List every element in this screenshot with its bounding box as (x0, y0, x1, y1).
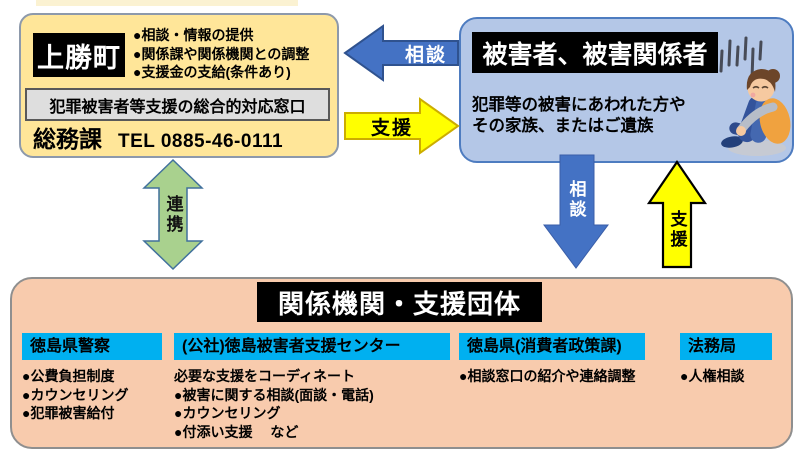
comprehensive-window-label: 犯罪被害者等支援の総合的対応窓口 (25, 88, 330, 121)
sad-person-illustration (719, 36, 791, 156)
org-item-list: ●相談窓口の紹介や連絡調整 (459, 367, 659, 386)
department-contact-row: 総務課 TEL 0885-46-0111 (33, 120, 283, 154)
cropped-banner-strip (36, 0, 298, 6)
consult-arrow-down: 相談 (542, 154, 610, 270)
org-item: ●犯罪被害給付 (22, 405, 115, 421)
town-service-item: ●相談・情報の提供 (133, 27, 254, 43)
department-name: 総務課 (33, 126, 102, 152)
phone-number: TEL 0885-46-0111 (118, 131, 284, 152)
consult-arrow-left-label: 相談 (404, 44, 447, 66)
consult-arrow-down-label: 相談 (566, 180, 586, 220)
org-item: ●カウンセリング (22, 386, 129, 403)
organizations-title-box: 関係機関・支援団体 (257, 282, 542, 322)
person-figure (721, 69, 791, 156)
victim-description: 犯罪等の被害にあわれた方や その家族、またはご遺族 (472, 95, 686, 137)
org-item: ●カウンセリング (174, 405, 281, 421)
town-service-item: ●関係課や関係機関との調整 (133, 45, 310, 62)
org-item-list: ●公費負担制度 ●カウンセリング ●犯罪被害給付 (22, 367, 170, 423)
victim-description-line: その家族、またはご遺族 (472, 117, 654, 135)
org-item: ●被害に関する相談(面談・電話) (174, 386, 374, 403)
org-header: 徳島県(消費者政策課) (459, 333, 645, 360)
org-item: 必要な支援をコーディネート (174, 368, 356, 384)
victim-panel: 被害者、被害関係者 犯罪等の被害にあわれた方や その家族、またはご遺族 (459, 17, 794, 163)
organizations-panel: 関係機関・支援団体 徳島県警察 ●公費負担制度 ●カウンセリング ●犯罪被害給付… (10, 277, 793, 449)
org-item: ●付添い支援 など (174, 423, 299, 440)
org-header: 徳島県警察 (22, 333, 162, 360)
down-arrow-icon (543, 154, 609, 269)
left-arrow-icon (343, 24, 459, 82)
right-arrow-icon (344, 97, 460, 155)
org-column-police: 徳島県警察 ●公費負担制度 ●カウンセリング ●犯罪被害給付 (22, 333, 170, 423)
org-item: ●公費負担制度 (22, 368, 115, 384)
cooperation-arrow-label: 連携 (163, 194, 183, 235)
cooperation-arrow: 連携 (142, 158, 204, 271)
double-vertical-arrow-icon (142, 158, 204, 271)
org-item-list: 必要な支援をコーディネート ●被害に関する相談(面談・電話) ●カウンセリング … (174, 367, 456, 441)
consult-arrow-left: 相談 (343, 23, 460, 83)
org-column-legal-affairs: 法務局 ●人権相談 (680, 333, 784, 386)
victim-description-line: 犯罪等の被害にあわれた方や (472, 96, 686, 114)
town-name-box: 上勝町 (33, 33, 125, 77)
up-arrow-icon (647, 160, 707, 269)
victim-title-box: 被害者、被害関係者 (472, 32, 718, 73)
support-arrow-right-label: 支援 (370, 117, 413, 139)
gloom-lines-icon (719, 36, 763, 81)
org-column-support-center: (公社)徳島被害者支援センター 必要な支援をコーディネート ●被害に関する相談(… (174, 333, 456, 441)
org-header: (公社)徳島被害者支援センター (174, 333, 450, 360)
support-arrow-up: 支援 (647, 160, 707, 269)
town-service-item: ●支援金の支給(条件あり) (133, 64, 291, 80)
org-item-list: ●人権相談 (680, 367, 784, 386)
town-services-list: ●相談・情報の提供 ●関係課や関係機関との調整 ●支援金の支給(条件あり) (133, 26, 335, 82)
org-column-prefecture: 徳島県(消費者政策課) ●相談窓口の紹介や連絡調整 (459, 333, 659, 386)
org-item: ●人権相談 (680, 368, 745, 384)
support-arrow-up-label: 支援 (667, 210, 687, 250)
support-arrow-right: 支援 (343, 97, 460, 155)
town-panel: 上勝町 ●相談・情報の提供 ●関係課や関係機関との調整 ●支援金の支給(条件あり… (19, 13, 339, 158)
org-header: 法務局 (680, 333, 772, 360)
org-item: ●相談窓口の紹介や連絡調整 (459, 368, 636, 384)
